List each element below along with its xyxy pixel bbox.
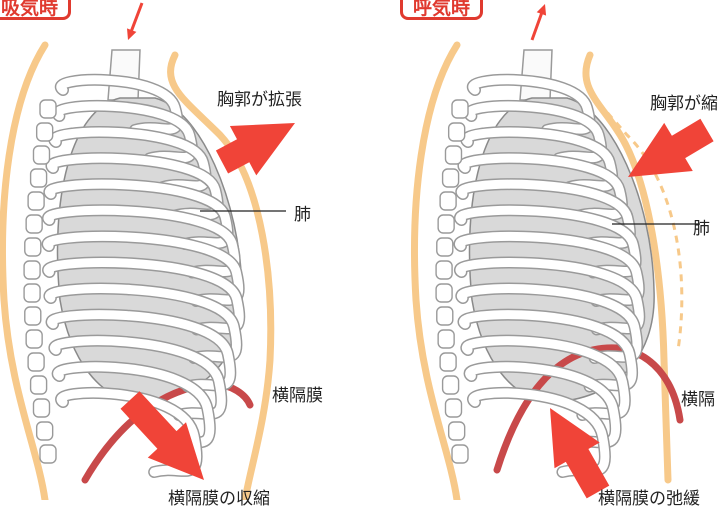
back-outline [0, 41, 49, 500]
vertebra [35, 122, 54, 142]
vertebra [437, 214, 455, 234]
diaphragm-up-arrow-icon [550, 408, 610, 499]
rib [455, 205, 641, 277]
vertebra [27, 352, 45, 372]
vertebra [441, 168, 460, 188]
rib [455, 258, 644, 334]
spine [435, 99, 469, 464]
chest-outline [167, 51, 275, 500]
vertebra [39, 99, 57, 119]
down-arrow-icon [127, 2, 144, 40]
vertebra [23, 283, 41, 303]
diaphragm-label-inhale: 横隔膜 [272, 386, 323, 406]
vertebra [435, 260, 453, 280]
vertebra [436, 237, 454, 257]
up-arrow-icon [530, 4, 547, 41]
rib [455, 231, 644, 306]
vertebra [24, 306, 42, 326]
expand-arrow-icon [215, 123, 295, 176]
vertebra [39, 444, 57, 464]
rib [49, 127, 211, 192]
badge-exhale: 呼気時 [400, 0, 484, 20]
rib [43, 258, 244, 334]
vertebra [29, 375, 48, 395]
chest-expand-label: 胸郭が拡張 [217, 90, 302, 110]
vertebra [25, 214, 43, 234]
rib [468, 75, 594, 135]
rib [56, 75, 182, 135]
rib [461, 127, 617, 192]
rib [456, 179, 635, 249]
vertebra [451, 444, 469, 464]
rib [456, 284, 642, 363]
back-outline [411, 41, 461, 500]
lung-label-exhale: 肺 [693, 219, 710, 239]
diaphragm [493, 344, 684, 474]
vertebra [444, 398, 463, 418]
rib [464, 101, 606, 163]
chest-outline [582, 51, 672, 484]
vertebra [35, 421, 54, 441]
rib [43, 205, 240, 277]
vertebra [437, 329, 455, 349]
panel-inhale [0, 41, 286, 500]
vertebra [444, 145, 463, 165]
diaphragm-label-exhale: 横隔 [681, 390, 715, 410]
rib-cage [41, 73, 246, 478]
vertebra [32, 398, 51, 418]
vertebra [439, 191, 457, 211]
vertebra [29, 168, 48, 188]
vertebra [451, 99, 469, 119]
rib [458, 153, 627, 220]
panel-exhale [411, 41, 700, 500]
vertebra [435, 283, 453, 303]
diaphragm-down-arrow-icon [120, 391, 204, 480]
vertebra [447, 421, 466, 441]
rib [43, 231, 244, 306]
vertebra [441, 375, 460, 395]
rib [47, 153, 223, 220]
lung-label-inhale: 肺 [294, 205, 311, 225]
chest-contract-label: 胸郭が縮 [650, 94, 718, 114]
spine [23, 99, 57, 464]
vertebra [27, 191, 45, 211]
vertebra [25, 329, 43, 349]
vertebra [439, 352, 457, 372]
vertebra [447, 122, 466, 142]
rib [44, 179, 233, 249]
rib [52, 101, 197, 163]
contract-arrow-icon [628, 118, 714, 177]
vertebra [23, 260, 41, 280]
rib-cage [453, 73, 646, 478]
vertebra [436, 306, 454, 326]
vertebra [32, 145, 51, 165]
vertebra [24, 237, 42, 257]
badge-inhale: 吸気時 [0, 0, 72, 20]
